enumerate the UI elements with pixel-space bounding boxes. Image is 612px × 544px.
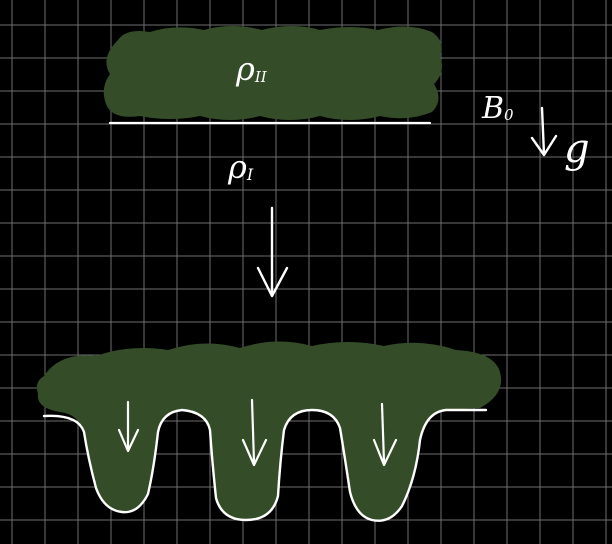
perturbed-interface-line	[42, 408, 488, 522]
finger-arrow-icon	[117, 400, 140, 453]
evolution-arrow-icon	[256, 206, 289, 298]
gravity-label: g	[564, 126, 590, 172]
gravity-arrow-icon	[530, 106, 558, 157]
upper-density-subscript: II	[254, 68, 268, 86]
lower-density-label: ρI	[227, 148, 254, 186]
upper-density-label: ρII	[235, 50, 268, 88]
perturbed-state	[36, 341, 502, 522]
finger-arrow-icon	[372, 402, 398, 467]
upper-fluid-layer	[103, 26, 442, 120]
magnetic-field-subscript: 0	[504, 106, 514, 124]
lower-fluid-with-fingers	[36, 341, 502, 521]
magnetic-field-label: B0	[481, 91, 514, 126]
finger-arrow-icon	[241, 398, 268, 467]
lower-density-subscript: I	[246, 165, 254, 184]
field-gravity-annotation: B0 g	[481, 91, 590, 172]
initial-state: ρII ρI	[103, 26, 442, 186]
